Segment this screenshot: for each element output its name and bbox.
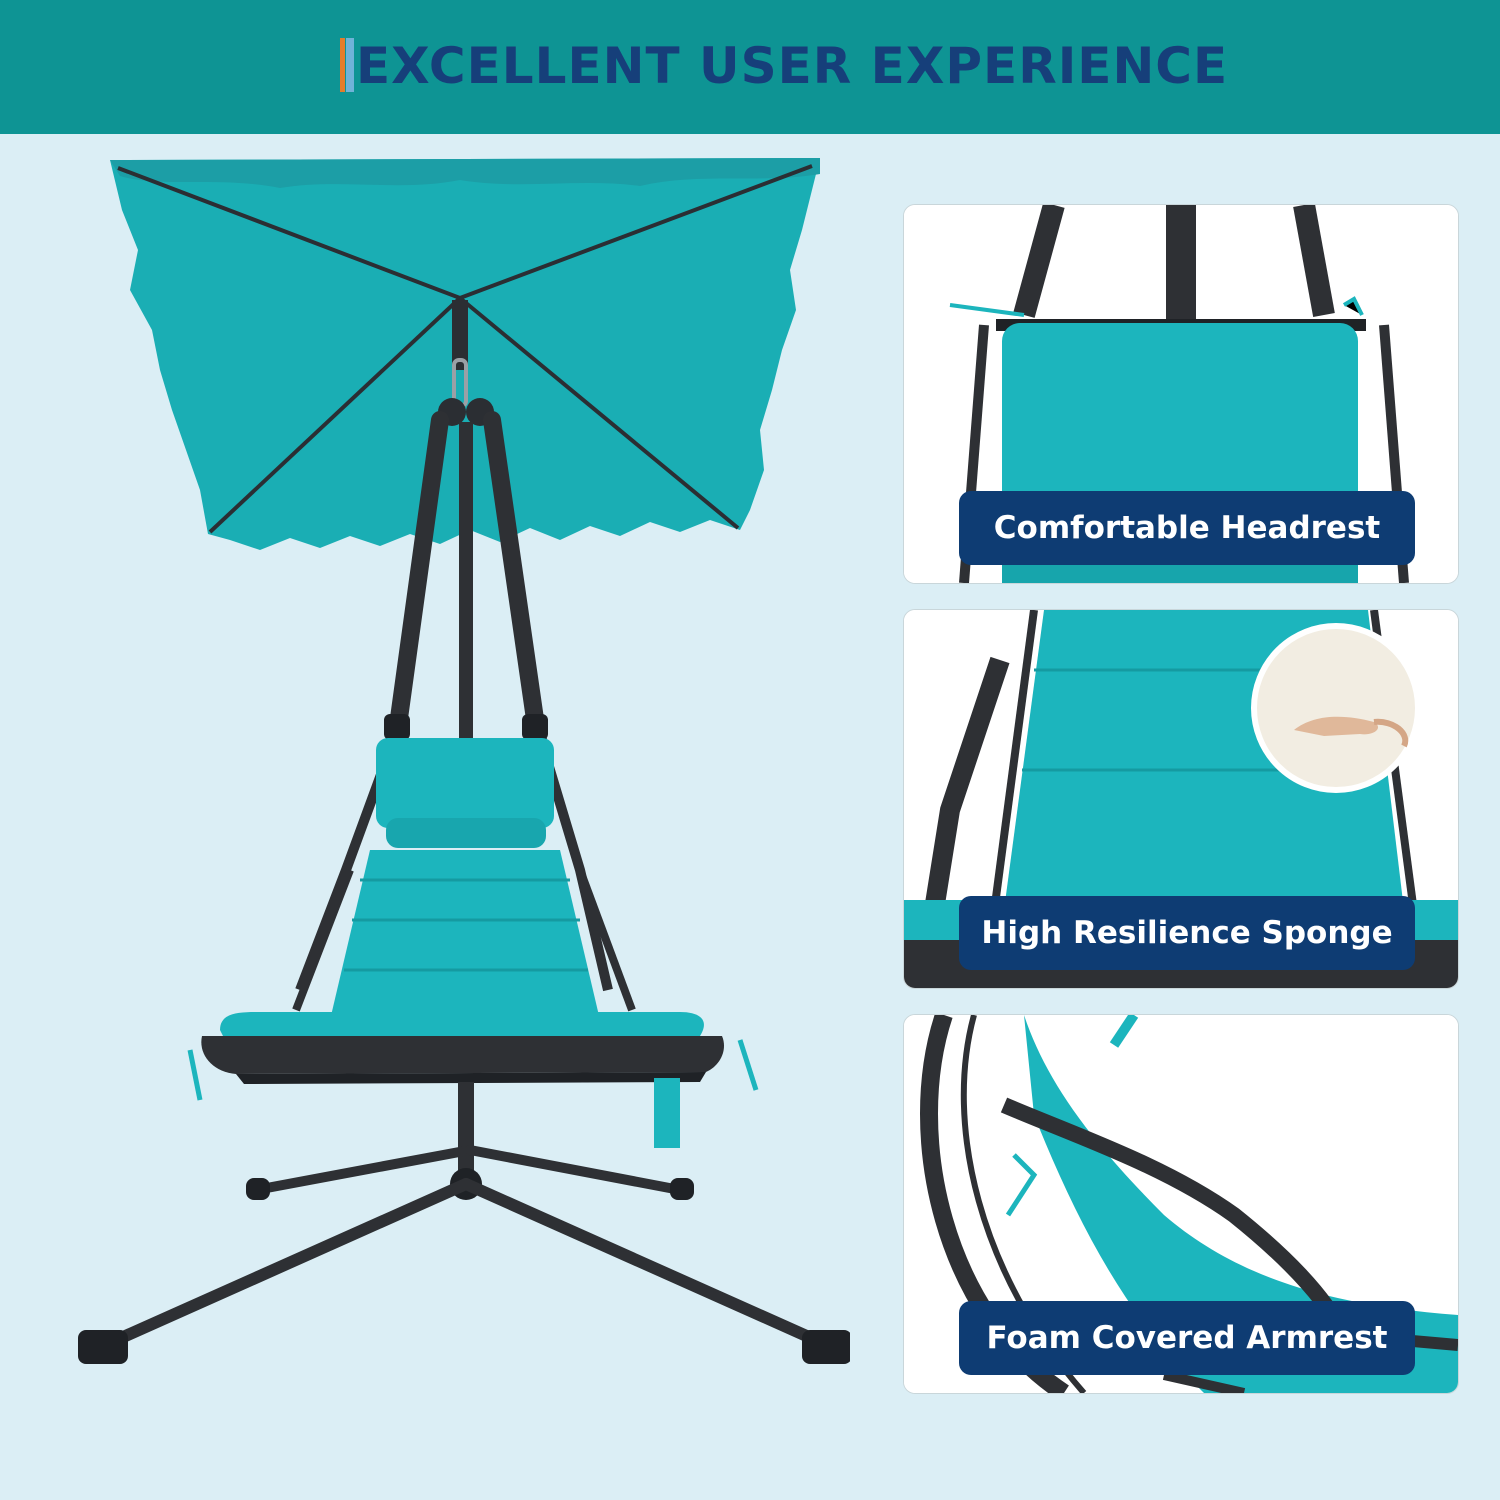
banner-accent-bar (340, 38, 354, 92)
feature-panel-sponge: High Resilience Sponge (903, 609, 1459, 989)
feature-panel-headrest: Comfortable Headrest (903, 204, 1459, 584)
feature-label-sponge: High Resilience Sponge (959, 896, 1415, 970)
banner-title: EXCELLENT USER EXPERIENCE (356, 37, 1229, 95)
feature-label-headrest: Comfortable Headrest (959, 491, 1415, 565)
top-banner: EXCELLENT USER EXPERIENCE (0, 0, 1500, 134)
feature-panel-armrest: Foam Covered Armrest (903, 1014, 1459, 1394)
hanging-swing-chair-with-canopy-icon (78, 158, 850, 1364)
feature-label-armrest: Foam Covered Armrest (959, 1301, 1415, 1375)
